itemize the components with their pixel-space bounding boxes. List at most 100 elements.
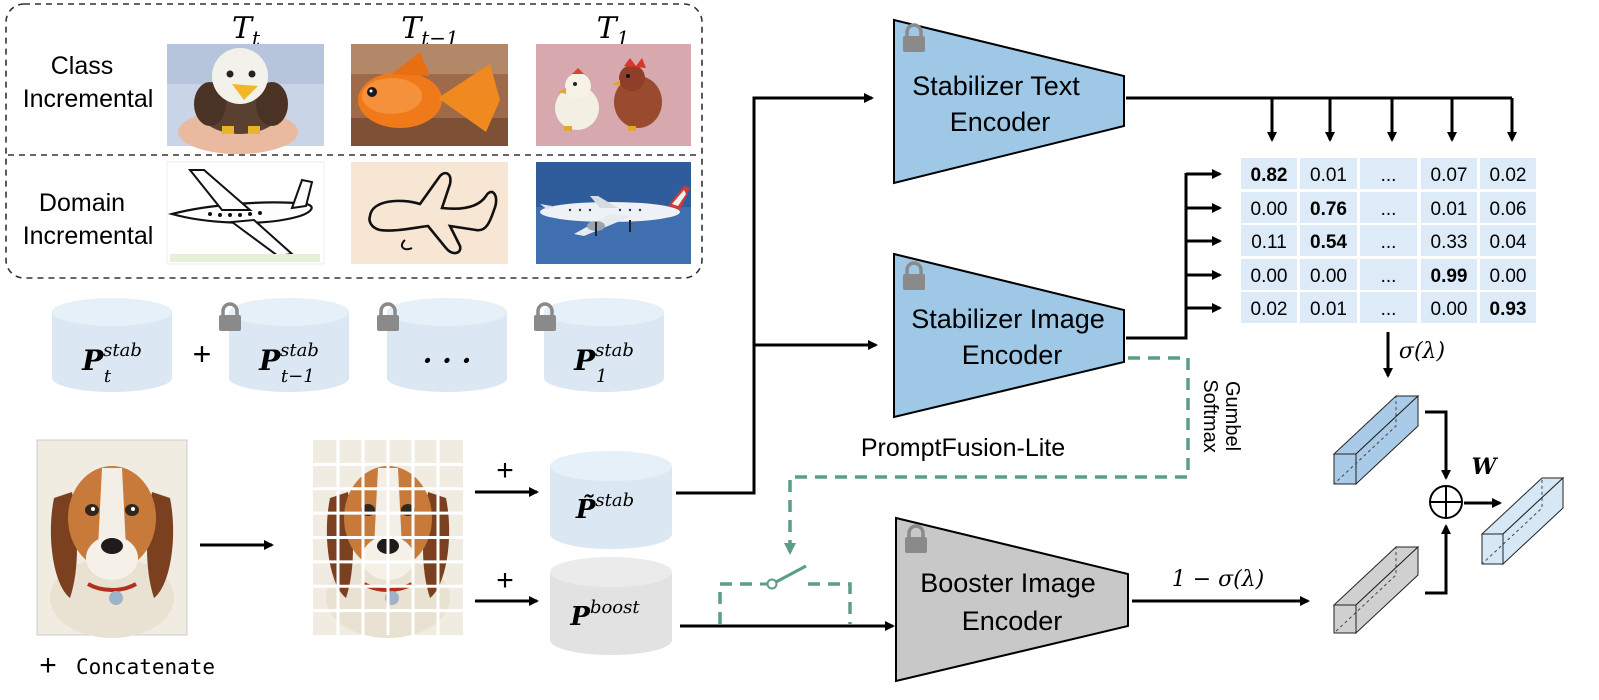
boost-feature-box bbox=[1332, 545, 1420, 635]
image-encoder-label-2: Encoder bbox=[962, 340, 1063, 370]
legend-plus: + bbox=[39, 649, 57, 682]
matrix-cell bbox=[1421, 259, 1477, 290]
matrix-cell bbox=[1480, 292, 1536, 323]
tasks-panel-border bbox=[5, 3, 703, 279]
flow-arrows bbox=[200, 93, 1517, 631]
matrix-cell bbox=[1421, 292, 1477, 323]
matrix-value: ... bbox=[1381, 266, 1397, 287]
lock-icon bbox=[905, 524, 927, 553]
matrix-value: 0.01 bbox=[1310, 165, 1347, 186]
matrix-cell bbox=[1480, 225, 1536, 256]
matrix-cell bbox=[1241, 292, 1297, 323]
matrix-cell bbox=[1300, 225, 1357, 256]
matrix-value: 0.01 bbox=[1310, 299, 1347, 320]
matrix-value: 0.00 bbox=[1251, 266, 1288, 287]
patch-image bbox=[313, 440, 463, 638]
matrix-cell bbox=[1300, 158, 1357, 189]
one-minus-sigma-label: 1 − σ(λ) bbox=[1172, 567, 1265, 592]
matrix-value: 0.54 bbox=[1310, 232, 1347, 253]
patch-grid-lines bbox=[313, 440, 463, 635]
matrix-value: 0.76 bbox=[1310, 199, 1347, 220]
image-encoder: Stabilizer Image Encoder bbox=[893, 252, 1125, 419]
lock-icon bbox=[534, 302, 556, 331]
matrix-cell bbox=[1360, 292, 1417, 323]
gumbel-label-2: Softmax bbox=[1199, 379, 1221, 452]
booster-encoder: Booster Image Encoder bbox=[895, 516, 1129, 683]
booster-encoder-label-2: Encoder bbox=[962, 606, 1063, 636]
row-label-class-1: Class bbox=[51, 52, 114, 80]
lock-icon bbox=[377, 302, 399, 331]
matrix-value: 0.33 bbox=[1431, 232, 1468, 253]
text-encoder-label-2: Encoder bbox=[950, 107, 1051, 137]
thumb-airplane-sketch bbox=[351, 162, 508, 264]
matrix-cell bbox=[1241, 158, 1297, 189]
matrix-cell bbox=[1241, 192, 1297, 223]
arrow-to-text-encoder bbox=[676, 93, 874, 495]
matrix-cell bbox=[1300, 192, 1357, 223]
pool-concat-plus: + bbox=[193, 336, 212, 372]
lock-icon bbox=[219, 302, 241, 331]
matrix-value: 0.00 bbox=[1431, 299, 1468, 320]
lock-icon bbox=[903, 23, 925, 52]
concat-plus-boost: + bbox=[496, 564, 514, 597]
fused-feature-box bbox=[1480, 476, 1565, 566]
boost-prompt-cylinder: Pboost bbox=[550, 557, 672, 655]
matrix-cell bbox=[1480, 192, 1536, 223]
matrix-value: 0.02 bbox=[1251, 299, 1288, 320]
stab-prompt-cylinder: P̃stab bbox=[550, 451, 672, 549]
text-encoder-shape bbox=[893, 18, 1125, 185]
thumb-plush-chicks bbox=[536, 44, 691, 146]
matrix-value: ... bbox=[1381, 299, 1397, 320]
matrix-cell bbox=[1241, 225, 1297, 256]
row-label-domain-2: Incremental bbox=[23, 222, 154, 250]
matrix-value: 0.93 bbox=[1490, 299, 1527, 320]
image-encoder-shape bbox=[893, 252, 1125, 419]
promptfusion-label: PromptFusion-Lite bbox=[861, 434, 1065, 462]
matrix-cell bbox=[1300, 292, 1357, 323]
concat-plus-stab: + bbox=[496, 454, 514, 487]
matrix-cell bbox=[1480, 158, 1536, 189]
matrix-cell bbox=[1421, 192, 1477, 223]
matrix-value: 0.02 bbox=[1490, 165, 1527, 186]
thumb-plush-eagle bbox=[167, 44, 324, 154]
matrix-value: 0.04 bbox=[1490, 232, 1527, 253]
image-encoder-output-line bbox=[1126, 173, 1188, 340]
w-label: W bbox=[1472, 454, 1499, 480]
matrix-cell bbox=[1360, 158, 1417, 189]
matrix-cell bbox=[1421, 225, 1477, 256]
matrix-cell bbox=[1360, 259, 1417, 290]
legend-concatenate: Concatenate bbox=[76, 655, 215, 679]
matrix-value: 0.00 bbox=[1310, 266, 1347, 287]
matrix-value: 0.07 bbox=[1431, 165, 1468, 186]
matrix-value: 0.99 bbox=[1431, 266, 1468, 287]
gumbel-label-1: Gumbel bbox=[1221, 381, 1243, 451]
pool-prompt-2: · · · bbox=[377, 298, 507, 392]
matrix-cell bbox=[1480, 259, 1536, 290]
matrix-cell bbox=[1360, 225, 1417, 256]
matrix-value: ... bbox=[1381, 232, 1397, 253]
row-label-class-2: Incremental bbox=[23, 85, 154, 113]
text-encoder: Stabilizer Text Encoder bbox=[893, 18, 1125, 185]
thumb-airplane-photo bbox=[536, 162, 691, 264]
col-header-t: Tt bbox=[232, 11, 261, 50]
gumbel-softmax-label: Gumbel Softmax bbox=[1199, 379, 1243, 452]
matrix-value: 0.06 bbox=[1490, 199, 1527, 220]
matrix-value: 0.11 bbox=[1251, 232, 1287, 253]
thumb-plush-goldfish bbox=[351, 44, 508, 146]
thumb-airplane-drawing bbox=[166, 161, 325, 265]
switch bbox=[760, 564, 807, 590]
matrix-value: 0.00 bbox=[1251, 199, 1288, 220]
matrix-cell bbox=[1241, 259, 1297, 290]
matrix-value: ... bbox=[1381, 165, 1397, 186]
boost-prompt-label: Pboost bbox=[569, 597, 640, 632]
row-label-domain-1: Domain bbox=[39, 189, 125, 217]
matrix-cell bbox=[1300, 259, 1357, 290]
